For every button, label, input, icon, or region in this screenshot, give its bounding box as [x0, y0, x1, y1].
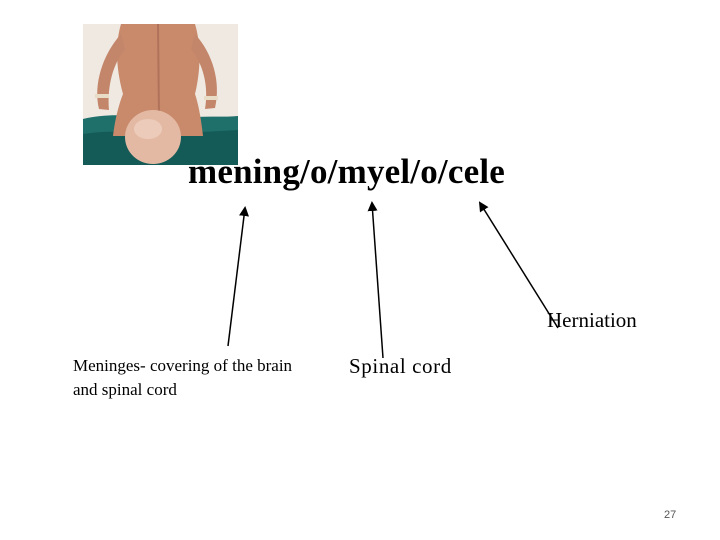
- label-spinal-cord: Spinal cord: [349, 354, 452, 378]
- arrow-spinal-cord: [367, 201, 384, 359]
- patient-photo: [83, 24, 238, 165]
- label-herniation: Herniation: [547, 308, 637, 332]
- page-number: 27: [664, 509, 677, 521]
- arrow-meninges: [227, 206, 249, 347]
- label-meninges: Meninges- covering of the brain and spin…: [73, 356, 293, 399]
- medical-term: mening/o/myel/o/cele: [188, 152, 505, 191]
